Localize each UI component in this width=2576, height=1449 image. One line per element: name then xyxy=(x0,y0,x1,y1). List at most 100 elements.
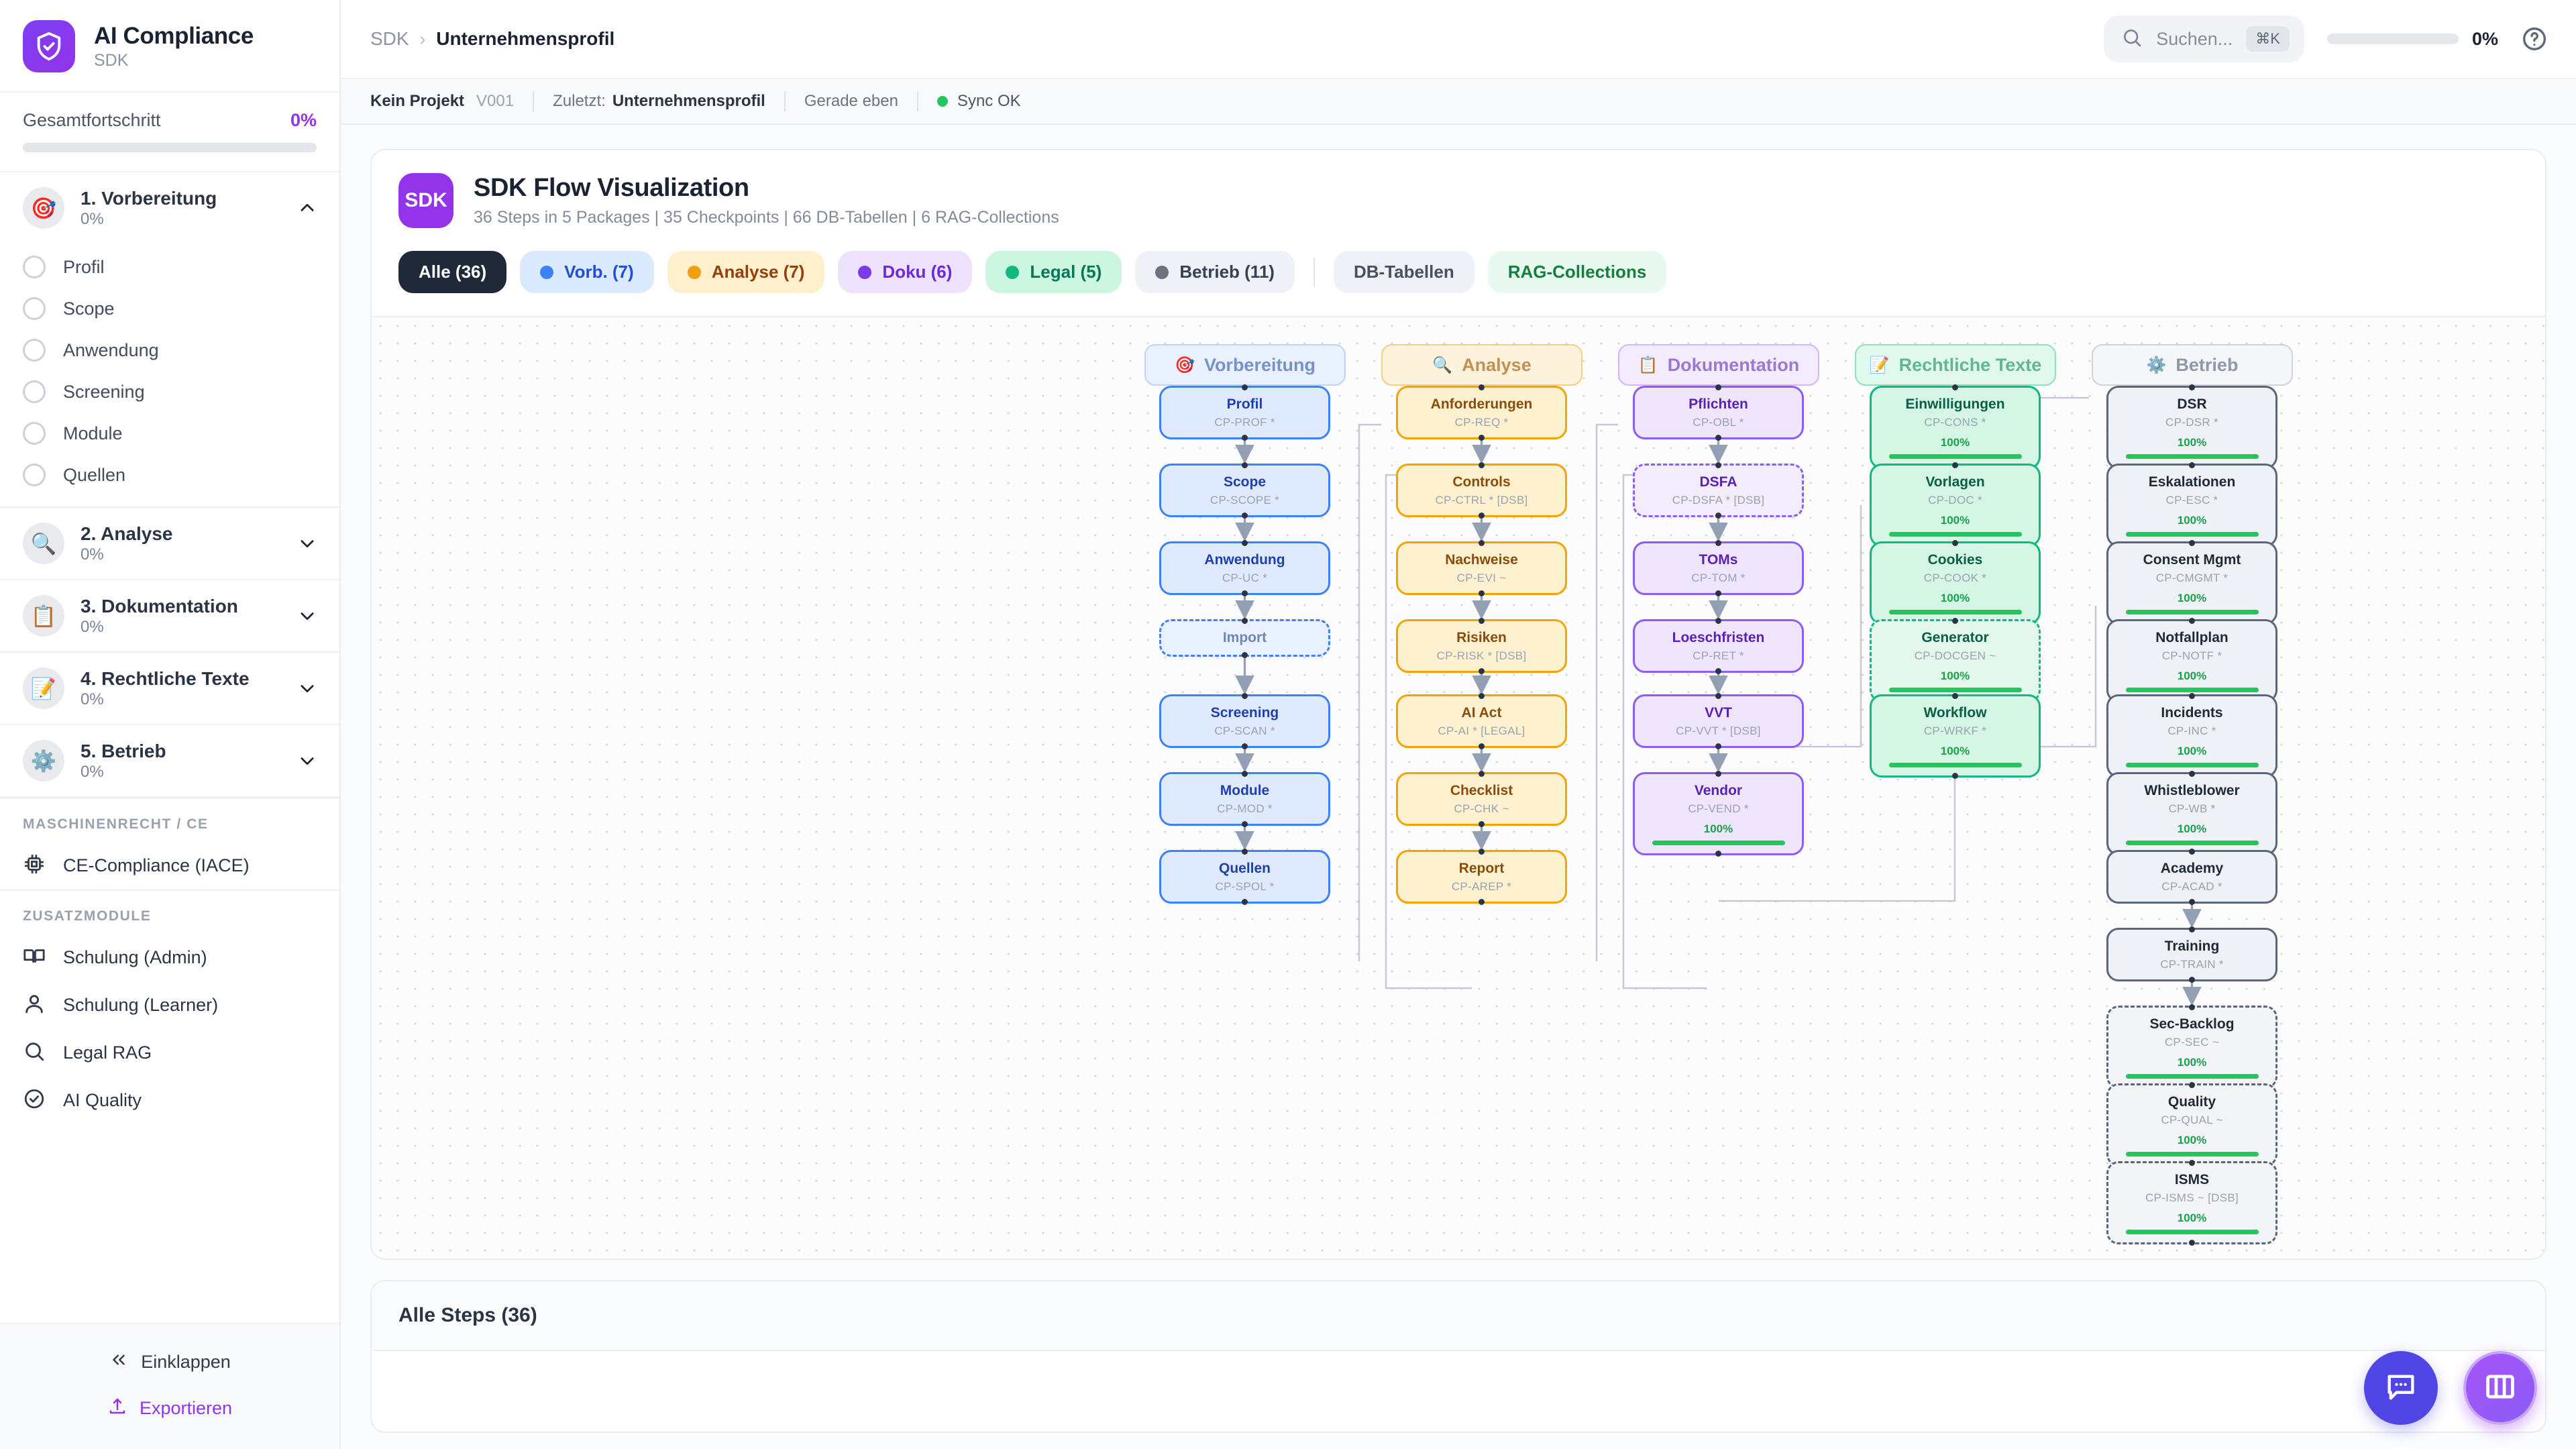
step-status-radio[interactable] xyxy=(23,380,46,403)
step-label: Module xyxy=(63,423,123,443)
flow-node-import[interactable]: Import xyxy=(1159,618,1330,659)
filter-chip-legal-5[interactable]: Legal (5) xyxy=(985,251,1122,293)
step-status-radio[interactable] xyxy=(23,297,46,320)
node-code: CP-DOCGEN ~ xyxy=(1914,649,1996,663)
sidebar-package-header-3[interactable]: 📋 3. Dokumentation 0% xyxy=(0,580,339,651)
panel-fab-button[interactable] xyxy=(2463,1351,2537,1425)
node-progress-bar xyxy=(2125,1230,2259,1235)
sidebar-item-ce-compliance[interactable]: CE-Compliance (IACE) xyxy=(0,842,339,890)
filter-chip-db-tabellen[interactable]: DB-Tabellen xyxy=(1333,251,1474,293)
sidebar-package-header-4[interactable]: 📝 4. Rechtliche Texte 0% xyxy=(0,653,339,724)
chevron-down-icon[interactable] xyxy=(298,751,317,770)
node-code: CP-RET * xyxy=(1693,649,1744,663)
upload-icon xyxy=(107,1396,127,1421)
step-status-radio[interactable] xyxy=(23,256,46,278)
node-handle-top xyxy=(1242,849,1248,855)
sidebar-item-schulung-learner[interactable]: Schulung (Learner) xyxy=(0,981,339,1029)
collapse-label: Einklappen xyxy=(141,1352,231,1372)
sidebar-item-legal-rag[interactable]: Legal RAG xyxy=(0,1029,339,1077)
node-handle-top xyxy=(1952,618,1958,624)
status-dot-icon xyxy=(936,96,948,107)
node-percent: 100% xyxy=(2177,1056,2207,1069)
sidebar-item-schulung-admin[interactable]: Schulung (Admin) xyxy=(0,934,339,981)
filter-chip-alle-36[interactable]: Alle (36) xyxy=(398,251,507,293)
search-input[interactable]: Suchen... ⌘K xyxy=(2104,15,2304,62)
sidebar-package-header-5[interactable]: ⚙️ 5. Betrieb 0% xyxy=(0,725,339,796)
step-status-radio[interactable] xyxy=(23,464,46,486)
step-status-radio[interactable] xyxy=(23,422,46,445)
sidebar-step-quellen[interactable]: Quellen xyxy=(0,454,339,496)
sidebar-step-scope[interactable]: Scope xyxy=(0,288,339,329)
package-emoji-icon: 📋 xyxy=(23,595,64,637)
node-code: CP-SEC ~ xyxy=(2164,1036,2220,1049)
sidebar-item-ai-quality[interactable]: AI Quality xyxy=(0,1077,339,1124)
chat-fab-button[interactable] xyxy=(2364,1351,2438,1425)
step-status-radio[interactable] xyxy=(23,339,46,362)
flow-canvas[interactable]: 🎯 Vorbereitung🔍 Analyse📋 Dokumentation📝 … xyxy=(372,316,2545,1258)
sidebar-step-profil[interactable]: Profil xyxy=(0,246,339,288)
chevron-down-icon[interactable] xyxy=(298,606,317,625)
breadcrumb-root[interactable]: SDK xyxy=(370,28,409,49)
node-handle-top xyxy=(2189,462,2195,468)
chat-bubble-icon xyxy=(2383,1369,2418,1407)
package-percent: 0% xyxy=(80,762,104,781)
filter-chip-doku-6[interactable]: Doku (6) xyxy=(838,251,973,293)
sidebar-step-screening[interactable]: Screening xyxy=(0,371,339,413)
node-handle-bottom xyxy=(1952,773,1958,780)
chevron-down-icon[interactable] xyxy=(298,534,317,553)
node-name: Controls xyxy=(1452,474,1511,490)
sidebar-step-module[interactable]: Module xyxy=(0,413,339,454)
chevron-up-icon[interactable] xyxy=(298,199,317,217)
sidebar-step-anwendung[interactable]: Anwendung xyxy=(0,329,339,371)
sidebar-package-header-1[interactable]: 🎯 1. Vorbereitung 0% xyxy=(0,172,339,244)
filter-chip-betrieb-11[interactable]: Betrieb (11) xyxy=(1135,251,1295,293)
chevron-down-icon[interactable] xyxy=(298,679,317,698)
help-circle-icon[interactable] xyxy=(2521,25,2548,52)
chip-dot-icon xyxy=(1006,265,1020,279)
export-button[interactable]: Exportieren xyxy=(0,1385,339,1432)
node-percent: 100% xyxy=(2177,669,2207,683)
sidebar-package-header-2[interactable]: 🔍 2. Analyse 0% xyxy=(0,508,339,579)
node-progress-bar xyxy=(2125,1074,2259,1079)
filter-chip-analyse-7[interactable]: Analyse (7) xyxy=(667,251,825,293)
sidebar-brand[interactable]: AI Compliance SDK xyxy=(0,0,339,93)
collapse-sidebar-button[interactable]: Einklappen xyxy=(0,1339,339,1385)
filter-chip-vorb-7[interactable]: Vorb. (7) xyxy=(520,251,654,293)
filter-chip-rag-collections[interactable]: RAG-Collections xyxy=(1487,251,1667,293)
